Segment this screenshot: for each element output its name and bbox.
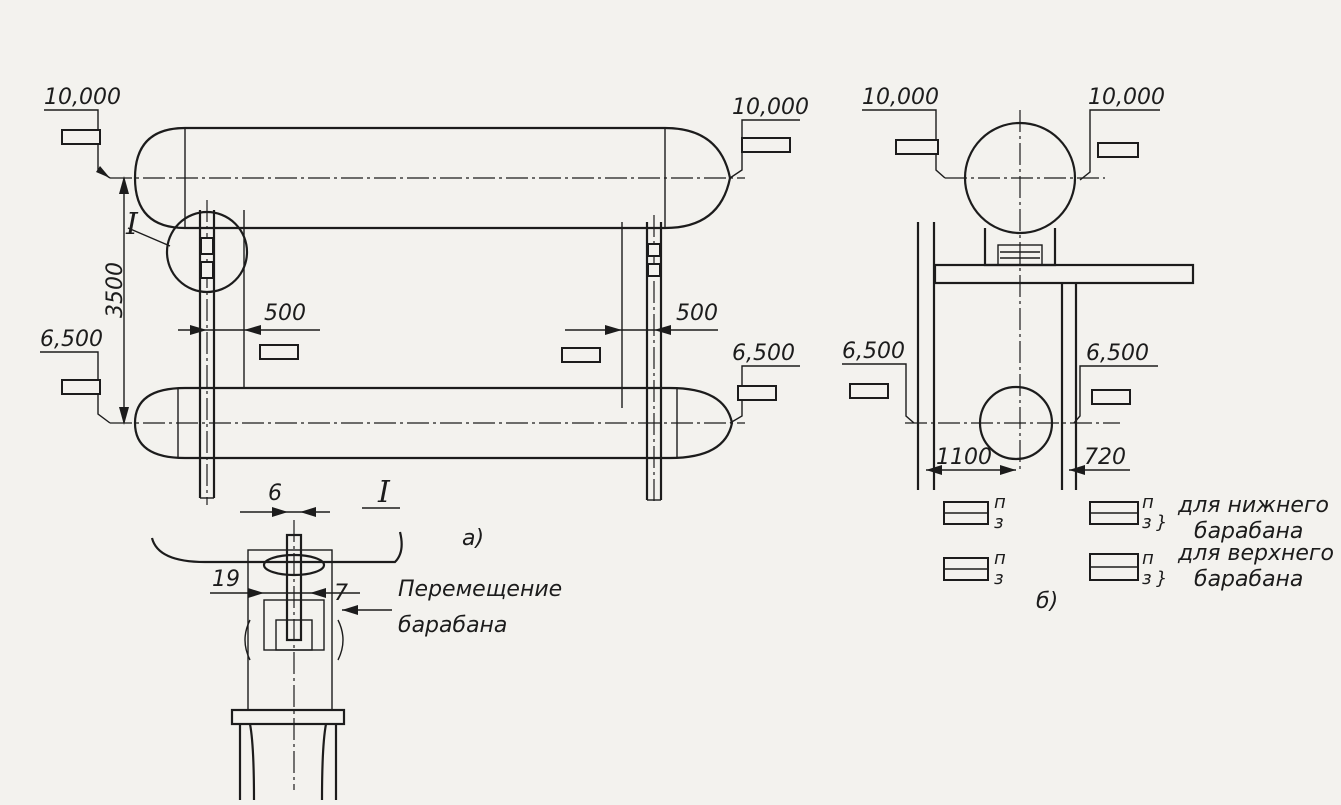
svg-text:6: 6 bbox=[268, 481, 282, 506]
svg-text:10,000: 10,000 bbox=[732, 95, 809, 120]
level-marker-top-left: 10,000 bbox=[44, 85, 121, 179]
legend-upper-line1: для верхнего bbox=[1177, 541, 1334, 566]
displacement-note-line2: барабана bbox=[398, 613, 507, 638]
svg-text:з: з bbox=[1142, 512, 1152, 533]
end-view: 10,000 10,000 6,500 6,500 1100 720 bbox=[842, 85, 1334, 614]
end-level-top-right: 10,000 bbox=[1079, 85, 1165, 181]
level-marker-top-right: 10,000 bbox=[729, 95, 809, 179]
detail-view: I 6 19 7 Перемещение барабана bbox=[150, 475, 562, 801]
svg-text:п: п bbox=[1142, 548, 1154, 569]
svg-text:10,000: 10,000 bbox=[862, 85, 939, 110]
svg-text:}: } bbox=[1156, 512, 1167, 533]
svg-text:з: з bbox=[994, 568, 1004, 589]
legend: п з п з } для нижнего барабана п з п з }… bbox=[943, 492, 1334, 592]
legend-lower-line1: для нижнего bbox=[1177, 493, 1329, 518]
svg-text:з: з bbox=[994, 512, 1004, 533]
caption-a: а) bbox=[462, 526, 484, 551]
left-support-column bbox=[198, 200, 216, 505]
height-dimension: 3500 bbox=[103, 262, 128, 318]
svg-text:п: п bbox=[994, 548, 1006, 569]
svg-text:500: 500 bbox=[264, 301, 306, 326]
level-marker-bottom-left: 6,500 bbox=[40, 327, 111, 424]
side-view: I 3500 10,000 10,000 6,500 6,500 bbox=[40, 85, 809, 551]
level-marker-bottom-right: 6,500 bbox=[729, 341, 800, 424]
right-support-column bbox=[645, 215, 663, 505]
svg-text:}: } bbox=[1156, 568, 1167, 589]
lower-drum bbox=[133, 386, 734, 460]
end-level-top-left: 10,000 bbox=[862, 85, 946, 179]
right-offset-dimension: 500 bbox=[561, 301, 718, 363]
legend-upper-line2: барабана bbox=[1194, 567, 1303, 592]
svg-text:6,500: 6,500 bbox=[40, 327, 103, 352]
svg-text:1100: 1100 bbox=[936, 445, 992, 470]
svg-text:7: 7 bbox=[334, 581, 348, 606]
svg-text:500: 500 bbox=[676, 301, 718, 326]
svg-text:720: 720 bbox=[1084, 445, 1126, 470]
svg-text:19: 19 bbox=[212, 567, 240, 592]
svg-text:п: п bbox=[994, 492, 1006, 513]
svg-text:з: з bbox=[1142, 568, 1152, 589]
support-beam bbox=[933, 263, 1195, 285]
left-offset-dimension: 500 bbox=[178, 301, 320, 360]
detail-mark: I bbox=[125, 207, 139, 242]
svg-text:10,000: 10,000 bbox=[44, 85, 121, 110]
svg-text:10,000: 10,000 bbox=[1088, 85, 1165, 110]
detail-title: I bbox=[377, 475, 391, 510]
end-level-bottom-left: 6,500 bbox=[842, 339, 915, 424]
svg-text:6,500: 6,500 bbox=[842, 339, 905, 364]
caption-b: б) bbox=[1036, 589, 1058, 614]
displacement-note-line1: Перемещение bbox=[398, 577, 562, 602]
svg-text:6,500: 6,500 bbox=[1086, 341, 1149, 366]
svg-text:п: п bbox=[1142, 492, 1154, 513]
svg-text:6,500: 6,500 bbox=[732, 341, 795, 366]
legend-lower-line2: барабана bbox=[1194, 519, 1303, 544]
detail-i-circle bbox=[165, 210, 249, 294]
end-level-bottom-right: 6,500 bbox=[1073, 341, 1158, 424]
